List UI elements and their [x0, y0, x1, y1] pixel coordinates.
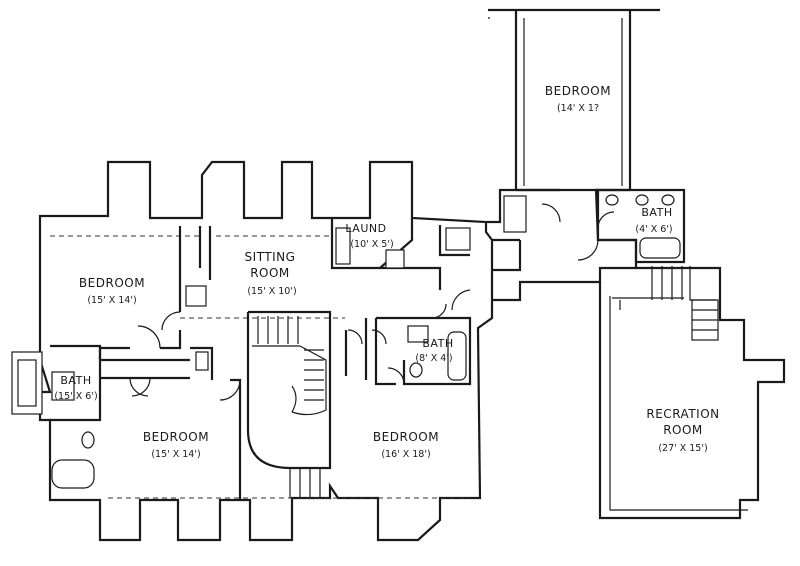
bath-top-right-sink-3 — [661, 194, 675, 206]
side-bay-left-inner — [17, 359, 37, 407]
bath-top-right-outline — [594, 188, 686, 264]
bedroom-bottom-left-label: BEDROOM — [143, 430, 209, 444]
bathtub-left — [51, 459, 95, 489]
toilet-left — [81, 431, 95, 449]
laundry-washer — [335, 227, 351, 265]
stair-lower — [289, 468, 321, 498]
bedroom-top-outline — [488, 8, 660, 192]
bath-left-label: BATH — [60, 374, 91, 387]
hall-cabinet — [195, 351, 209, 371]
bedroom-left-label: BEDROOM — [79, 276, 145, 290]
bath-top-right-dims: (4' X 6') — [635, 224, 672, 235]
recreation-room-label-2: ROOM — [663, 423, 703, 437]
bedroom-bottom-left-dims: (15' X 14') — [151, 449, 200, 460]
recreation-room-label-1: RECRATION — [646, 407, 719, 421]
recreation-room-dims: (27' X 15') — [658, 443, 707, 454]
sitting-room-label-1: SITTING — [245, 250, 296, 264]
bath-top-right-sink-2 — [635, 194, 649, 206]
vanity-left — [51, 371, 75, 401]
wall-bath-left — [50, 344, 214, 422]
bath-top-right-sink-1 — [605, 194, 619, 206]
laundry-dims: (10' X 5') — [350, 239, 393, 250]
laundry-dryer — [385, 249, 405, 269]
bath-center-label: BATH — [422, 337, 453, 350]
wall-bath-center — [374, 316, 472, 386]
vanity-center — [407, 325, 429, 343]
connector-closet — [503, 195, 527, 233]
staircase — [252, 316, 327, 416]
bedroom-top-dims: (14' X 1? — [557, 103, 599, 114]
bedroom-bottom-right-dims: (16' X 18') — [381, 449, 430, 460]
bath-top-right-tub — [639, 237, 681, 259]
side-bay-left — [11, 351, 43, 415]
bedroom-top-inner — [488, 17, 623, 186]
sitting-room-dims: (15' X 10') — [247, 286, 296, 297]
recreation-room-outline — [598, 266, 786, 520]
recreation-room-inner — [609, 266, 748, 511]
wall-closet-center — [344, 318, 368, 380]
closet-fixture — [185, 285, 207, 307]
laundry-label: LAUND — [345, 222, 386, 235]
connector-door — [541, 203, 599, 261]
toilet-center — [409, 362, 423, 378]
door-swings-main — [129, 289, 471, 401]
bedroom-bottom-right-label: BEDROOM — [373, 430, 439, 444]
bedroom-top-label: BEDROOM — [545, 84, 611, 98]
rec-room-stair — [651, 266, 719, 341]
laundry-counter — [445, 227, 471, 251]
bath-left-dims: (15' X 6') — [54, 391, 97, 402]
bathtub-center — [447, 331, 467, 381]
main-house-outline — [38, 160, 494, 542]
sitting-room-label-2: ROOM — [250, 266, 290, 280]
bath-center-dims: (8' X 4') — [415, 353, 452, 364]
bath-top-right-label: BATH — [641, 206, 672, 219]
wall-bedroom-left-right — [98, 226, 212, 360]
bath-top-right-door — [597, 211, 615, 229]
bedroom-left-dims: (15' X 14') — [87, 295, 136, 306]
